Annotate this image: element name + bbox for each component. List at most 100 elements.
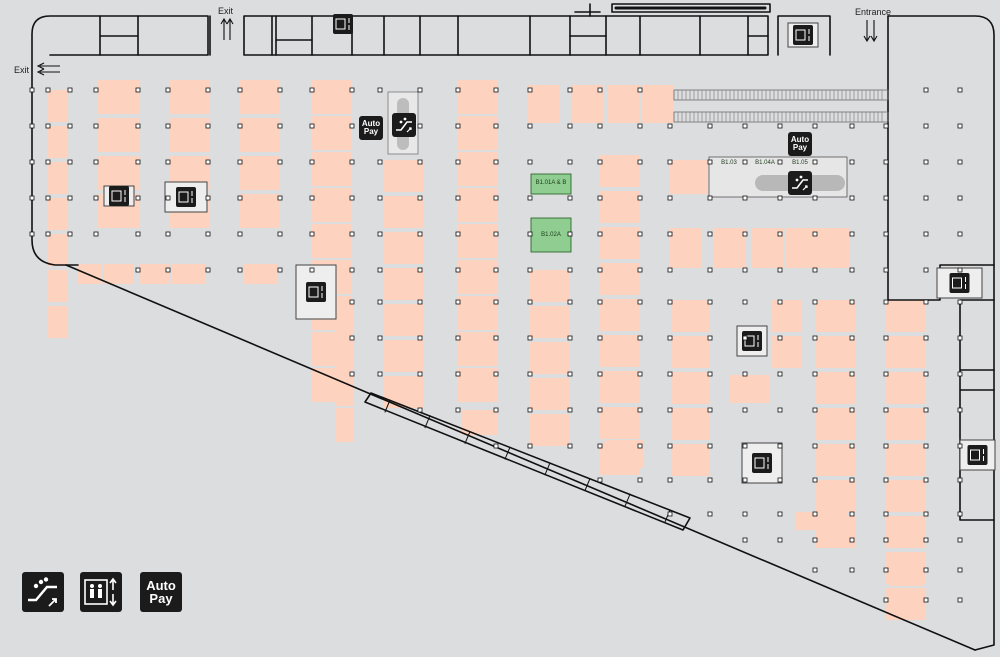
shop-label-b1-05: B1.05 (792, 160, 808, 166)
parking-bay (240, 80, 280, 114)
exit-top-label: Exit (218, 6, 234, 16)
parking-bay (528, 85, 560, 123)
pillar (597, 443, 603, 449)
lift-icon-door (754, 457, 765, 469)
exit-left-label: Exit (14, 65, 30, 75)
pillar (93, 87, 99, 93)
pillar (527, 195, 533, 201)
pillar (567, 407, 573, 413)
pillar (812, 159, 818, 165)
pillar (527, 443, 533, 449)
parking-bay (98, 80, 140, 114)
pillar (957, 511, 963, 517)
pillar (957, 195, 963, 201)
railing (673, 89, 889, 101)
wall-segment (31, 15, 209, 266)
pillar (597, 407, 603, 413)
parking-bay (98, 156, 140, 190)
wall-segment (584, 478, 591, 491)
parking-bay (312, 116, 352, 150)
pillar (667, 195, 673, 201)
direction-arrows (36, 17, 878, 76)
pillar (165, 159, 171, 165)
pillar (812, 123, 818, 129)
pillar (812, 443, 818, 449)
pillar (67, 231, 73, 237)
pillar (45, 195, 51, 201)
pillar (812, 567, 818, 573)
escalator-glyph (792, 175, 808, 191)
wall-segment (624, 493, 631, 507)
pillar (165, 87, 171, 93)
escalator-icon (392, 113, 416, 137)
pillar (777, 511, 783, 517)
pillar (923, 597, 929, 603)
pillar (29, 195, 35, 201)
pillar (135, 123, 141, 129)
pillar (849, 299, 855, 305)
pillar (135, 159, 141, 165)
parking-bay (383, 232, 423, 264)
pillar (637, 371, 643, 377)
pillar (349, 159, 355, 165)
pillar (883, 195, 889, 201)
pillar (707, 511, 713, 517)
pillar (812, 477, 818, 483)
lift-icon-door (952, 277, 962, 289)
pillar (527, 159, 533, 165)
shop-label-b1-02: B1.02A (541, 232, 561, 238)
pillar (777, 299, 783, 305)
pillar (923, 477, 929, 483)
pillar (923, 407, 929, 413)
pillar (567, 159, 573, 165)
pillar (742, 159, 748, 165)
legend-escalator-icon (22, 572, 64, 612)
exit-arrow (36, 62, 60, 76)
parking-bay (600, 155, 640, 187)
pillar (597, 195, 603, 201)
legend-lift-icon (80, 572, 122, 612)
auto-pay-station: Auto Pay (359, 116, 383, 140)
parking-bay (605, 440, 643, 468)
pillar (527, 299, 533, 305)
pillar (883, 597, 889, 603)
pillar (923, 567, 929, 573)
pillar (417, 371, 423, 377)
pillar (527, 407, 533, 413)
parking-bay (458, 296, 498, 330)
pillar (417, 299, 423, 305)
pillar (527, 87, 533, 93)
pillar (957, 567, 963, 573)
legend-auto-pay-line-2: Pay (149, 591, 173, 606)
wall-segment (424, 415, 431, 429)
parking-bay (240, 194, 280, 228)
lift-glyph (84, 577, 117, 607)
wall-segment (384, 399, 391, 413)
pillar (455, 299, 461, 305)
pillar (849, 443, 855, 449)
pillar (742, 267, 748, 273)
pillar (957, 371, 963, 377)
pillar (923, 267, 929, 273)
pillar (883, 567, 889, 573)
exit-arrow (220, 17, 234, 40)
lift-icon-door (308, 286, 319, 298)
pillar (45, 159, 51, 165)
pillar (567, 371, 573, 377)
pillar (957, 123, 963, 129)
structural-walls (31, 3, 995, 651)
pillar (165, 267, 171, 273)
pillar (849, 195, 855, 201)
pillar (707, 335, 713, 341)
pillar (849, 267, 855, 273)
pillar (455, 231, 461, 237)
pillar (883, 407, 889, 413)
pillar (923, 299, 929, 305)
shop-label-b1-01: B1.01A & B (535, 180, 567, 186)
pillar (377, 159, 383, 165)
pillar (957, 407, 963, 413)
pillar (957, 159, 963, 165)
pillar (637, 267, 643, 273)
pillar (205, 231, 211, 237)
pillar (777, 267, 783, 273)
